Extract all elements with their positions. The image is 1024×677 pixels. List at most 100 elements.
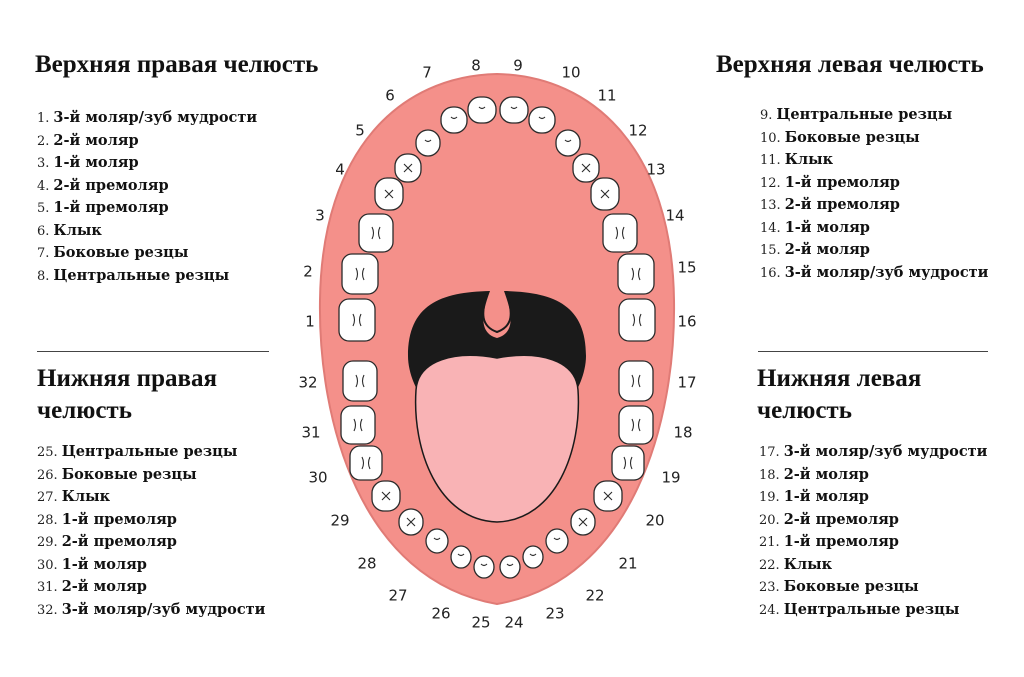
tooth-number-label: 30 xyxy=(308,469,327,487)
list-item-number: 18. xyxy=(759,467,780,483)
list-item: 15.2-й моляр xyxy=(760,239,988,262)
list-item: 30.1-й моляр xyxy=(37,554,265,577)
list-item: 25.Центральные резцы xyxy=(37,441,265,464)
tooth-number-label: 29 xyxy=(330,512,349,530)
list-item: 24.Центральные резцы xyxy=(759,599,987,622)
tooth-number-label: 9 xyxy=(513,57,523,75)
tooth-11 xyxy=(555,129,581,157)
tooth-32 xyxy=(342,360,378,402)
tooth-21 xyxy=(570,508,596,536)
list-item-number: 22. xyxy=(759,557,780,573)
lower-left-jaw-heading-line2: челюсть xyxy=(757,397,852,424)
list-item: 11.Клык xyxy=(760,149,988,172)
tooth-8 xyxy=(467,96,497,124)
list-item: 23.Боковые резцы xyxy=(759,576,987,599)
tooth-26 xyxy=(450,545,472,569)
list-item-name: 3-й моляр/зуб мудрости xyxy=(784,263,989,281)
list-item: 18.2-й моляр xyxy=(759,464,987,487)
tooth-number-label: 16 xyxy=(677,313,696,331)
list-item-number: 11. xyxy=(760,153,781,168)
tooth-18 xyxy=(618,405,654,445)
uvula xyxy=(482,295,512,334)
list-item: 29.2-й премоляр xyxy=(37,531,265,554)
list-item: 12.1-й премоляр xyxy=(760,172,988,195)
tooth-5 xyxy=(394,153,422,183)
tooth-number-label: 1 xyxy=(305,313,315,331)
list-item-name: Центральные резцы xyxy=(776,106,953,123)
list-item-number: 4. xyxy=(37,178,50,194)
list-item-name: 2-й премоляр xyxy=(784,196,900,213)
list-item: 19.1-й моляр xyxy=(759,486,987,509)
list-item-number: 5. xyxy=(37,201,50,216)
list-item-number: 28. xyxy=(37,512,58,528)
tooth-12 xyxy=(572,153,600,183)
list-item-number: 30. xyxy=(37,557,58,573)
tongue xyxy=(414,354,580,523)
tooth-2 xyxy=(341,253,379,295)
tooth-number-label: 6 xyxy=(385,87,395,105)
tooth-4 xyxy=(374,177,404,211)
list-item-name: 2-й моляр xyxy=(53,131,139,149)
tooth-28 xyxy=(398,508,424,536)
tooth-7 xyxy=(440,106,468,134)
list-item-name: Боковые резцы xyxy=(53,244,189,261)
left-divider xyxy=(37,351,269,352)
tooth-number-label: 27 xyxy=(388,587,407,605)
list-item-name: 1-й моляр xyxy=(784,218,870,236)
list-item-name: 1-й моляр xyxy=(61,555,147,573)
list-item-name: 1-й премоляр xyxy=(53,199,169,216)
tooth-number-label: 19 xyxy=(661,469,680,487)
tooth-22 xyxy=(545,528,569,554)
list-item-name: Центральные резцы xyxy=(61,443,238,460)
list-item-name: 1-й моляр xyxy=(53,154,139,171)
list-item: 14.1-й моляр xyxy=(760,217,988,240)
tooth-number-label: 13 xyxy=(646,161,665,179)
tooth-number-label: 7 xyxy=(422,64,432,82)
tooth-14 xyxy=(602,213,638,253)
list-item: 21.1-й премоляр xyxy=(759,531,987,554)
tooth-3 xyxy=(358,213,394,253)
list-item-number: 27. xyxy=(37,490,58,505)
list-item: 32.3-й моляр/зуб мудрости xyxy=(37,599,265,622)
tooth-24 xyxy=(499,555,521,579)
tooth-9 xyxy=(499,96,529,124)
list-item-number: 25. xyxy=(37,445,58,460)
tooth-17 xyxy=(618,360,654,402)
tooth-19 xyxy=(611,445,645,481)
tooth-10 xyxy=(528,106,556,134)
list-item-number: 17. xyxy=(759,445,780,460)
tooth-1 xyxy=(338,298,376,342)
list-item-name: Клык xyxy=(53,221,102,239)
tooth-number-label: 8 xyxy=(471,57,481,75)
list-item-name: 1-й премоляр xyxy=(783,533,899,550)
list-item: 3.1-й моляр xyxy=(37,152,257,175)
upper-right-jaw-heading: Верхняя правая челюсть xyxy=(35,51,319,78)
list-item-number: 2. xyxy=(37,133,50,149)
tooth-15 xyxy=(617,253,655,295)
list-item-number: 3. xyxy=(37,156,50,171)
tooth-number-label: 25 xyxy=(471,614,490,632)
list-item-name: Боковые резцы xyxy=(784,128,920,146)
tooth-13 xyxy=(590,177,620,211)
tooth-16 xyxy=(618,298,656,342)
tooth-number-label: 2 xyxy=(303,263,313,281)
tooth-20 xyxy=(593,480,623,512)
list-item-name: 2-й премоляр xyxy=(53,176,169,194)
list-item-name: 2-й моляр xyxy=(783,465,869,483)
tooth-number-label: 11 xyxy=(597,87,616,105)
tooth-number-label: 24 xyxy=(504,614,523,632)
list-item-name: Центральные резцы xyxy=(783,600,960,618)
tooth-27 xyxy=(425,528,449,554)
list-item-number: 9. xyxy=(760,108,773,123)
tooth-number-label: 23 xyxy=(545,605,564,623)
list-item: 1.3-й моляр/зуб мудрости xyxy=(37,107,257,130)
list-item-number: 16. xyxy=(760,265,781,281)
list-item-number: 8. xyxy=(37,268,50,284)
list-item-number: 20. xyxy=(759,512,780,528)
list-item-number: 32. xyxy=(37,602,58,618)
list-item-number: 24. xyxy=(759,602,780,618)
list-item: 10.Боковые резцы xyxy=(760,127,988,150)
right-divider xyxy=(758,351,988,352)
